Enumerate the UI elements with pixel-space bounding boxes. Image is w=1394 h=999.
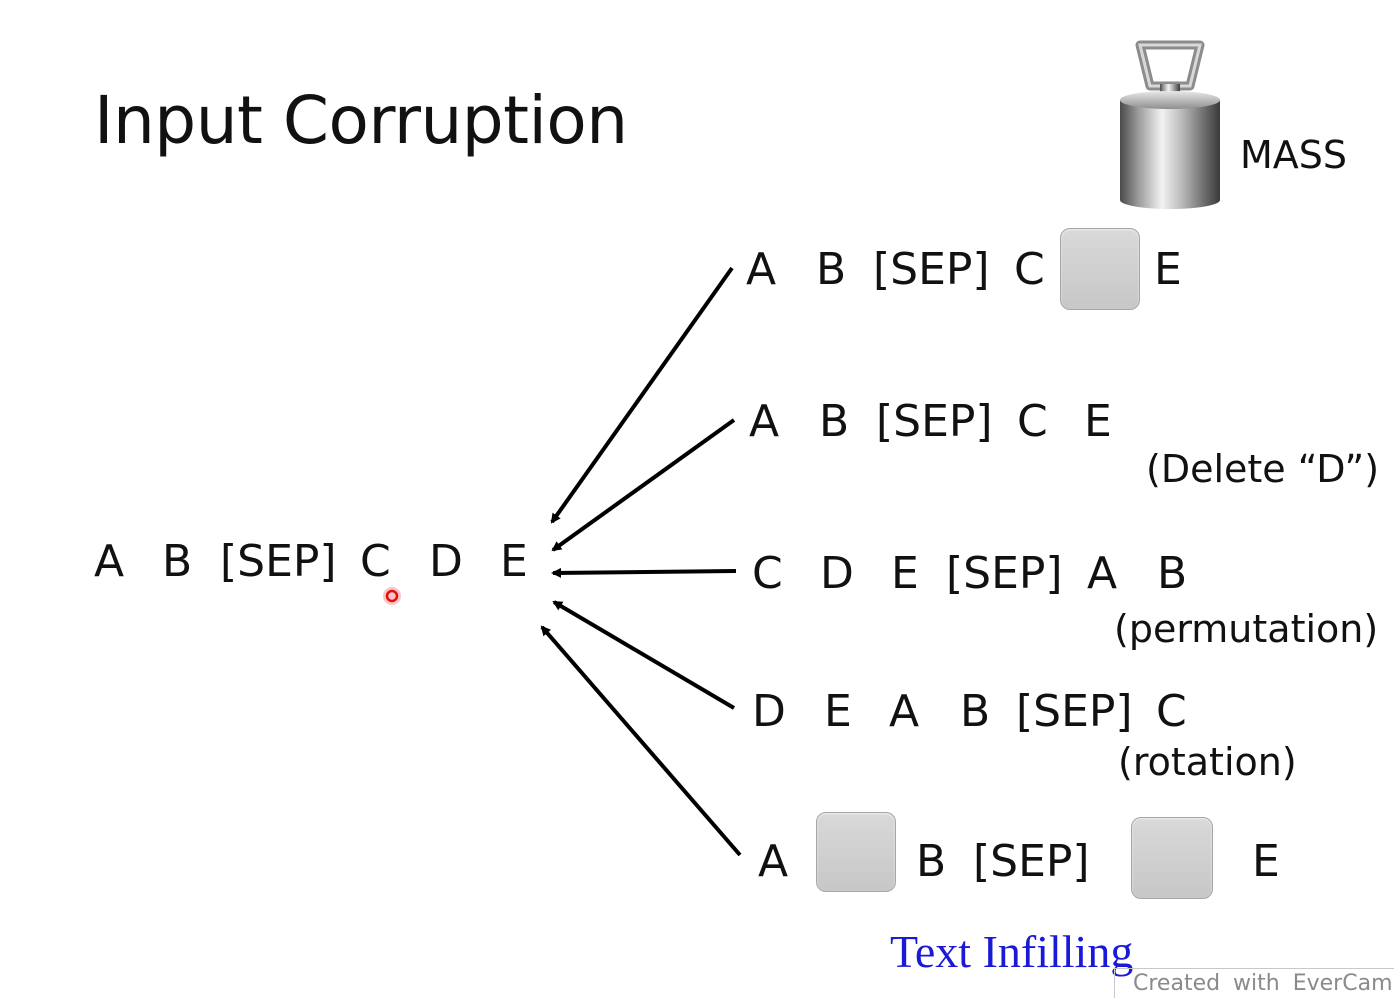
source-token: E — [500, 536, 528, 587]
variant-token: [SEP] — [1016, 686, 1133, 737]
variant-token: [SEP] — [946, 548, 1063, 599]
variant-token: E — [891, 548, 919, 599]
variant-token: B — [819, 396, 850, 447]
rotation-note: (rotation) — [1118, 740, 1297, 784]
variant-token: B — [816, 244, 847, 295]
variant-token: A — [1087, 548, 1118, 599]
mask-block — [1060, 228, 1140, 310]
variant-token: [SEP] — [876, 396, 993, 447]
variant-token: E — [1084, 396, 1112, 447]
variant-token: D — [820, 548, 854, 599]
delete-note: (Delete “D”) — [1146, 447, 1380, 491]
variant-token: [SEP] — [873, 244, 990, 295]
arrow-delete — [551, 418, 736, 552]
variant-token: C — [1156, 686, 1187, 737]
mask-block — [816, 812, 896, 892]
watermark: Created with EverCam — [1114, 968, 1394, 998]
variant-token: A — [749, 396, 780, 447]
slide-title: Input Corruption — [94, 82, 628, 159]
variant-token: C — [752, 548, 783, 599]
source-token: B — [162, 536, 193, 587]
variant-token: A — [889, 686, 920, 737]
text-infilling-caption: Text Infilling — [890, 926, 1134, 977]
arrow-mask — [550, 266, 734, 524]
permutation-note: (permutation) — [1114, 607, 1379, 651]
mass-label: MASS — [1240, 133, 1348, 177]
variant-token: B — [916, 836, 947, 887]
mask-block — [1131, 817, 1213, 899]
variant-token: E — [1154, 244, 1182, 295]
source-token: C — [360, 536, 391, 587]
variant-token: C — [1014, 244, 1045, 295]
source-token: A — [94, 536, 125, 587]
variant-token: E — [1252, 836, 1280, 887]
arrow-permutation — [551, 567, 737, 578]
variant-token: A — [746, 244, 777, 295]
source-token: D — [429, 536, 463, 587]
source-token: [SEP] — [220, 536, 337, 587]
arrow-rotation — [552, 600, 736, 710]
variant-token: A — [758, 836, 789, 887]
variant-token: [SEP] — [973, 836, 1090, 887]
arrow-infilling — [540, 625, 742, 857]
variant-token: C — [1017, 396, 1048, 447]
variant-token: D — [752, 686, 786, 737]
variant-token: B — [1157, 548, 1188, 599]
variant-token: E — [824, 686, 852, 737]
variant-token: B — [960, 686, 991, 737]
